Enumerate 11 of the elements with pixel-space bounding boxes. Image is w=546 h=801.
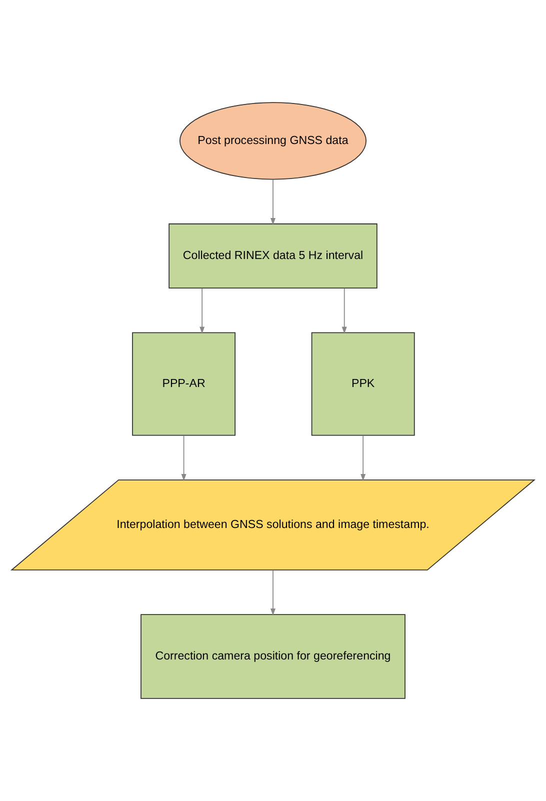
node-box: Correction camera position for georeferencing	[140, 614, 406, 699]
arrow	[270, 570, 276, 616]
node-ellipse: Post processinng GNSS data	[179, 102, 367, 180]
arrow	[360, 435, 366, 482]
node-box: PPK	[311, 332, 415, 436]
arrow	[181, 435, 186, 482]
arrow	[342, 288, 347, 334]
arrow	[200, 288, 205, 334]
arrow	[270, 179, 276, 226]
node-box: PPP-AR	[132, 332, 236, 436]
node-box: Collected RINEX data 5 Hz interval	[168, 223, 378, 289]
